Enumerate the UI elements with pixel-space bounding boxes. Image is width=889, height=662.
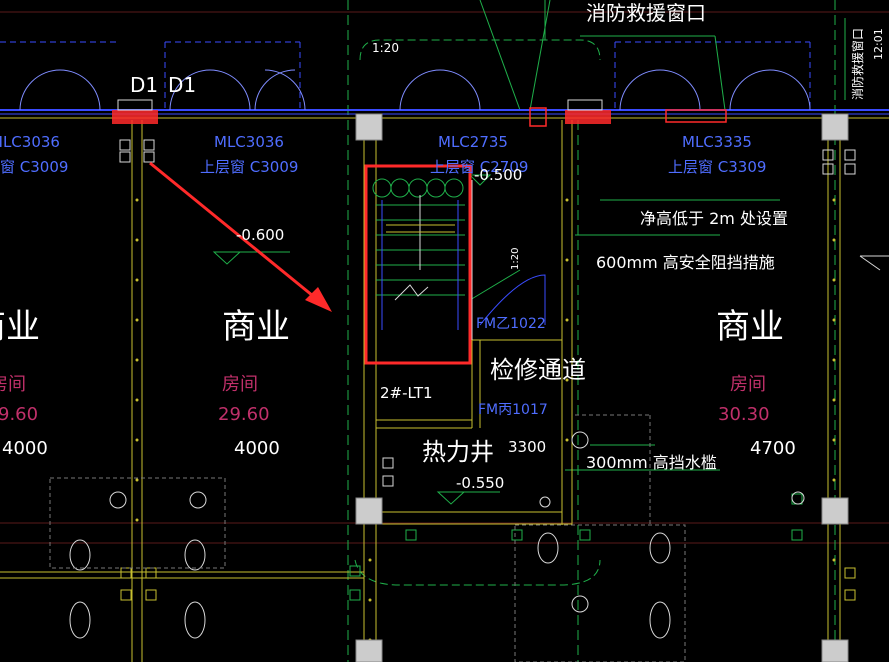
toilet-fixtures xyxy=(49,414,805,662)
window-tag-a: MLC3036 xyxy=(0,133,60,151)
shop-label-mid: 商业 xyxy=(222,307,290,347)
right-vertical-label: 消防救援窗口 xyxy=(850,28,865,100)
stair-scale-mark: 1:20 xyxy=(510,248,521,270)
red-annotation xyxy=(149,161,472,365)
highlight-box xyxy=(364,164,472,365)
dim-label-right: 4700 xyxy=(750,438,796,459)
column xyxy=(821,113,849,141)
fire-rescue-window-label: 消防救援窗口 xyxy=(586,1,706,25)
window-tag-a2: MLC3036 xyxy=(214,133,284,151)
stair-id-label: 2#-LT1 xyxy=(380,384,433,402)
columns xyxy=(355,113,849,662)
column xyxy=(821,497,849,525)
column xyxy=(355,639,383,662)
level-label-2: -0.600 xyxy=(236,226,284,244)
room-label-mid: 房间 xyxy=(222,374,258,395)
column xyxy=(821,639,849,662)
door-tag-fm2: FM丙1017 xyxy=(478,402,548,418)
area-label-mid: 29.60 xyxy=(218,404,270,425)
shop-label-right: 商业 xyxy=(716,307,784,347)
column xyxy=(355,497,383,525)
note-line-2: 600mm 高安全阻挡措施 xyxy=(596,253,775,272)
heat-well-label: 热力井 xyxy=(422,438,494,466)
vertical-walls xyxy=(0,120,841,662)
right-code-label: 12:01 xyxy=(872,28,885,60)
dim-label-mid: 4000 xyxy=(234,438,280,459)
scale-label-1: 1:20 xyxy=(372,41,399,55)
dim-3300-label: 3300 xyxy=(508,438,546,456)
shop-label-left: 商业 xyxy=(0,307,40,347)
red-markers xyxy=(112,99,727,127)
stair xyxy=(372,178,546,340)
arrow-shaft xyxy=(149,161,319,302)
area-label-right: 30.30 xyxy=(718,404,770,425)
dim-label-left: 4000 xyxy=(2,438,48,459)
room-label-left: 房间 xyxy=(0,374,26,395)
reference-lines xyxy=(0,11,889,544)
note-line-1: 净高低于 2m 处设置 xyxy=(640,209,788,228)
level-label-1: -0.500 xyxy=(474,166,522,184)
area-label-left: 9.60 xyxy=(0,404,38,425)
level-markers xyxy=(212,174,500,505)
door-tag-fm1: FM乙1022 xyxy=(476,316,546,332)
upper-window-c: 上层窗 C3309 xyxy=(668,158,766,176)
window-tag-b: MLC2735 xyxy=(438,133,508,151)
d1-left-label: D1 xyxy=(130,73,158,97)
level-label-3: -0.550 xyxy=(456,474,504,492)
column xyxy=(355,113,383,141)
window-tag-c: MLC3335 xyxy=(682,133,752,151)
door-arcs xyxy=(19,69,811,111)
maintenance-passage-label: 检修通道 xyxy=(490,356,586,384)
upper-window-b: 上层窗 C2709 xyxy=(430,158,528,176)
upper-window-a2: 上层窗 C3009 xyxy=(200,158,298,176)
right-leader xyxy=(844,18,889,271)
blue-dashed-lines xyxy=(0,41,811,110)
upper-window-a: 上层窗 C3009 xyxy=(0,158,68,176)
d1-right-label: D1 xyxy=(168,73,196,97)
room-label-right: 房间 xyxy=(730,374,766,395)
note-line-3: 300mm 高挡水槛 xyxy=(586,453,717,472)
arrow-head xyxy=(305,287,332,312)
